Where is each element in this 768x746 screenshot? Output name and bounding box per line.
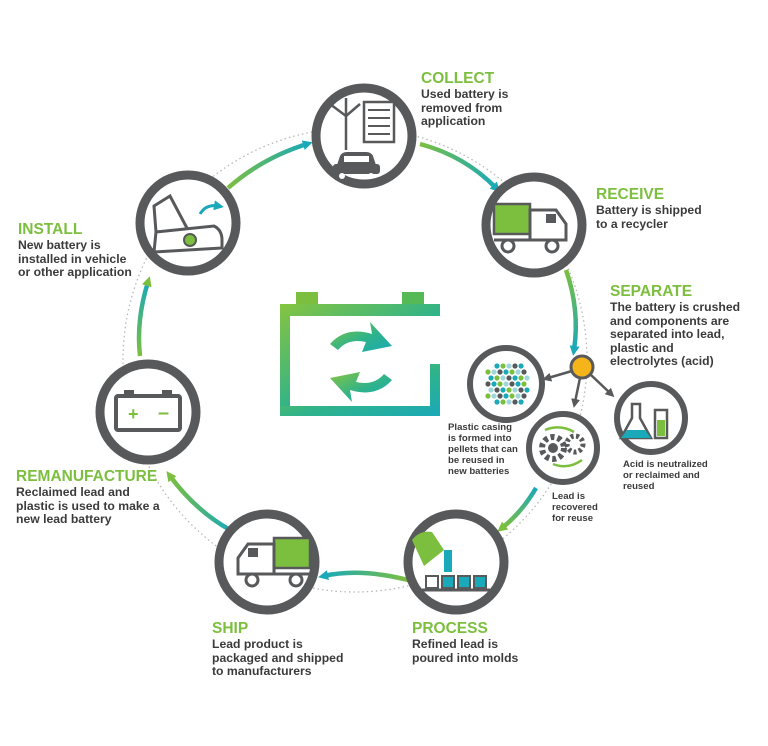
step-install: INSTALL New battery is installed in vehi… bbox=[18, 221, 132, 280]
pellet bbox=[500, 399, 506, 405]
step-desc: Lead product is packaged and shipped to … bbox=[212, 637, 344, 679]
ship-truck-icon bbox=[214, 509, 320, 615]
pellet bbox=[491, 381, 497, 387]
pellet bbox=[491, 369, 497, 375]
separation-node-icon bbox=[542, 354, 615, 408]
svg-text:+: + bbox=[128, 404, 139, 424]
pellet bbox=[488, 387, 494, 393]
pellet bbox=[506, 363, 512, 369]
pellet bbox=[509, 381, 515, 387]
acid-note: Acid is neutralized or reclaimed and reu… bbox=[623, 459, 708, 492]
pellet bbox=[494, 387, 500, 393]
pellet bbox=[518, 387, 524, 393]
step-process: PROCESS Refined lead is poured into mold… bbox=[412, 620, 518, 665]
step-receive: RECEIVE Battery is shipped to a recycler bbox=[596, 186, 702, 231]
pellet bbox=[500, 387, 506, 393]
pellet bbox=[506, 375, 512, 381]
pellet bbox=[512, 363, 518, 369]
remanufacture-battery-icon: + – bbox=[95, 359, 201, 465]
pellet bbox=[506, 399, 512, 405]
pellet bbox=[494, 363, 500, 369]
step-title: REMANUFACTURE bbox=[16, 468, 158, 485]
step-desc: Reclaimed lead and plastic is used to ma… bbox=[16, 485, 160, 527]
pellet bbox=[485, 393, 491, 399]
pellet bbox=[503, 393, 509, 399]
pellet bbox=[512, 375, 518, 381]
pellet bbox=[521, 381, 527, 387]
pellet bbox=[497, 369, 503, 375]
step-desc: New battery is installed in vehicle or o… bbox=[18, 238, 132, 280]
pellet bbox=[497, 381, 503, 387]
step-desc: Used battery is removed from application bbox=[421, 87, 509, 129]
arrow-ship-to-remanufacture bbox=[166, 471, 232, 532]
step-separate: SEPARATE The battery is crushed and comp… bbox=[610, 283, 740, 369]
step-desc: The battery is crushed and components ar… bbox=[610, 300, 741, 369]
lead-gears-icon bbox=[526, 411, 600, 485]
pellet bbox=[485, 369, 491, 375]
step-title: INSTALL bbox=[18, 221, 83, 238]
step-desc: Refined lead is poured into molds bbox=[412, 637, 519, 665]
pellet bbox=[512, 399, 518, 405]
arrow-process-to-ship bbox=[318, 570, 409, 583]
step-title: SEPARATE bbox=[610, 283, 693, 300]
arrow-collect-to-receive bbox=[419, 141, 501, 193]
lead-note: Lead is recovered for reuse bbox=[552, 491, 598, 524]
pellet bbox=[503, 369, 509, 375]
arrow-install-to-collect bbox=[226, 140, 313, 190]
pellet bbox=[518, 399, 524, 405]
pellet bbox=[506, 387, 512, 393]
step-title: SHIP bbox=[212, 620, 249, 637]
pellet bbox=[521, 393, 527, 399]
pellet bbox=[494, 399, 500, 405]
battery-recycle-icon bbox=[280, 292, 440, 416]
pellet bbox=[518, 375, 524, 381]
acid-beaker-icon bbox=[614, 381, 688, 455]
step-desc: Battery is shipped to a recycler bbox=[596, 203, 702, 231]
step-title: RECEIVE bbox=[596, 186, 665, 203]
step-title: COLLECT bbox=[421, 70, 495, 87]
pellet bbox=[500, 375, 506, 381]
pellet bbox=[488, 375, 494, 381]
process-ladle-icon bbox=[403, 509, 509, 615]
arrow-separate-to-process bbox=[497, 486, 538, 532]
pellet bbox=[509, 393, 515, 399]
pellet bbox=[497, 393, 503, 399]
pellet bbox=[521, 369, 527, 375]
pellet bbox=[503, 381, 509, 387]
pellet bbox=[485, 381, 491, 387]
pellet bbox=[524, 387, 530, 393]
arrow-receive-to-separate bbox=[563, 269, 580, 356]
collect-icon bbox=[311, 83, 417, 189]
pellet bbox=[524, 375, 530, 381]
pellet bbox=[515, 369, 521, 375]
pellet bbox=[494, 375, 500, 381]
pellet bbox=[512, 387, 518, 393]
receive-truck-icon bbox=[481, 172, 587, 278]
pellet bbox=[515, 381, 521, 387]
install-car-icon bbox=[135, 170, 241, 276]
step-collect: COLLECT Used battery is removed from app… bbox=[421, 70, 508, 129]
plastic-note: Plastic casing is formed into pellets th… bbox=[448, 422, 518, 477]
pellet bbox=[509, 369, 515, 375]
plastic-pellets-icon bbox=[467, 345, 545, 423]
step-title: PROCESS bbox=[412, 620, 488, 637]
pellet bbox=[515, 393, 521, 399]
step-ship: SHIP Lead product is packaged and shippe… bbox=[212, 620, 343, 679]
pellet bbox=[518, 363, 524, 369]
pellet bbox=[500, 363, 506, 369]
svg-text:–: – bbox=[158, 402, 169, 424]
arrow-remanufacture-to-install bbox=[136, 276, 152, 357]
pellet bbox=[491, 393, 497, 399]
step-remanufacture: REMANUFACTURE Reclaimed lead and plastic… bbox=[16, 468, 160, 527]
